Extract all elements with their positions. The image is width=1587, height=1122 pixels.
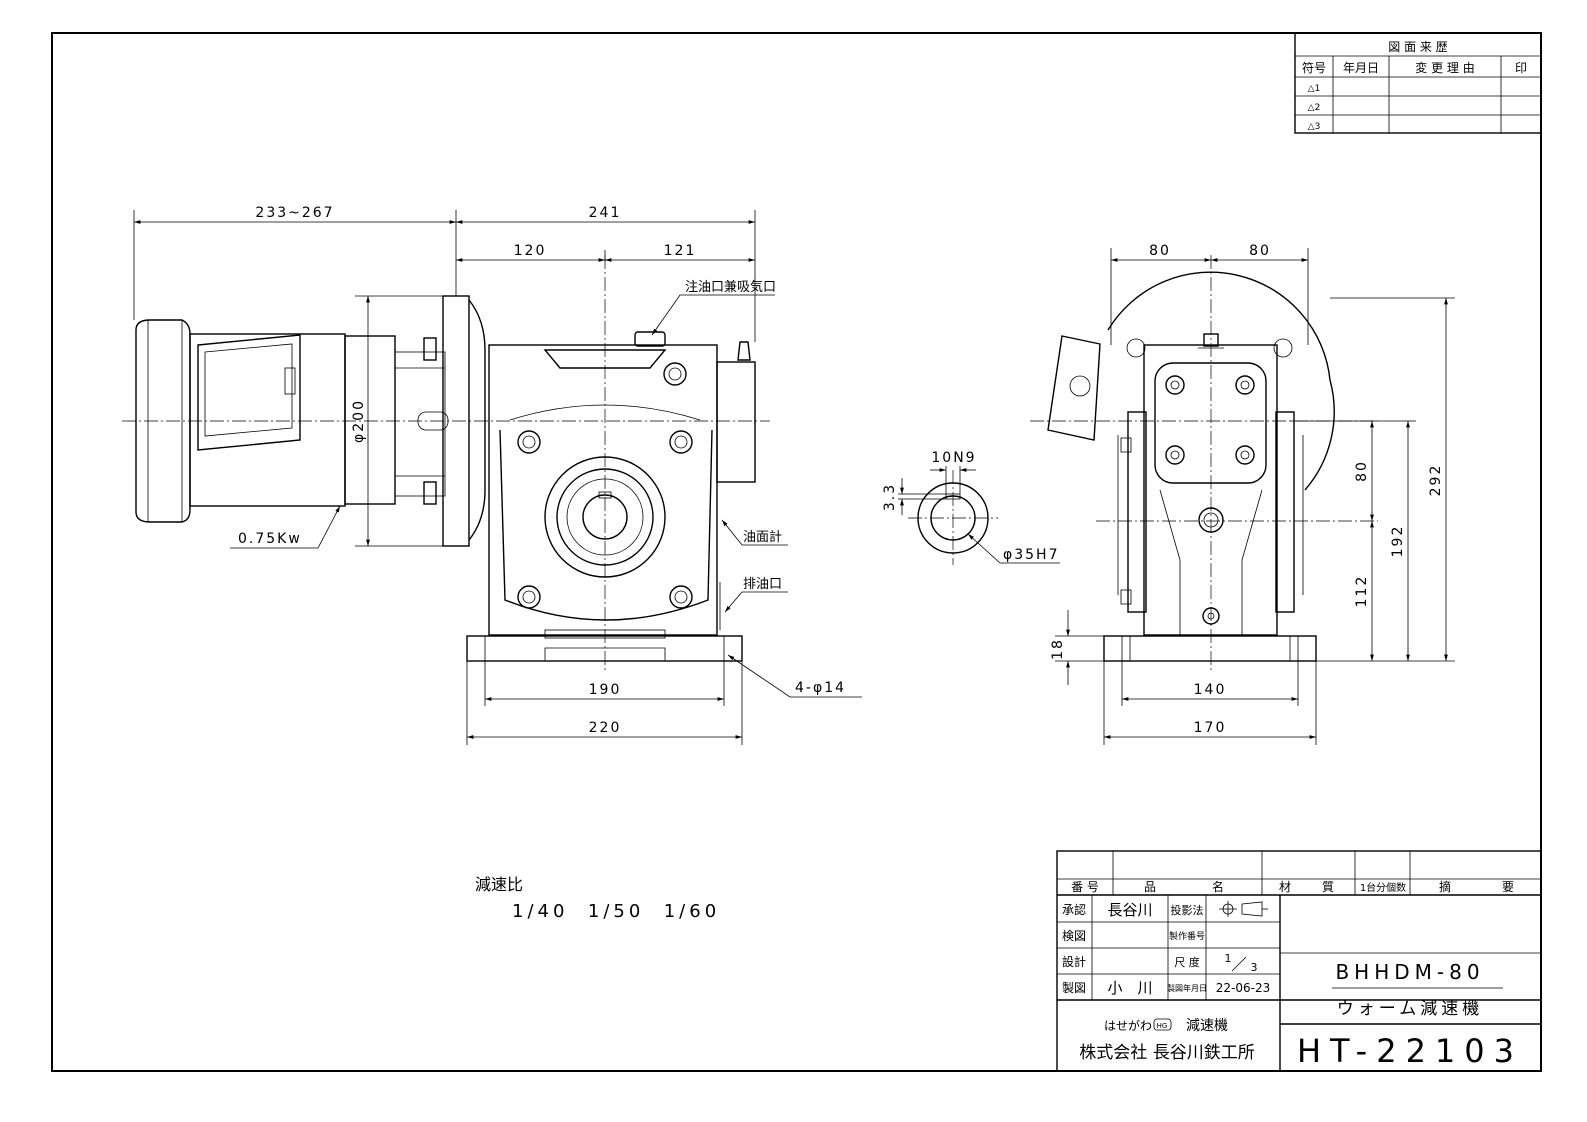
tb-scale-label: 尺 度: [1174, 955, 1200, 969]
side-view: 233~267 241 120 121 φ200 190 220 注油口兼吸気口: [122, 205, 862, 745]
dim-front-half-left: 80: [1149, 243, 1171, 259]
motor-circle: [1047, 271, 1335, 491]
revision-symbol-1: △1: [1308, 84, 1321, 94]
revision-header-symbol: 符号: [1302, 60, 1326, 75]
revision-header-reason: 変 更 理 由: [1415, 60, 1474, 75]
ratio-title: 減速比: [475, 875, 523, 894]
tb-projection-label: 投影法: [1171, 903, 1204, 917]
dim-half-right: 121: [664, 243, 697, 259]
dim-total-height: 292: [1428, 464, 1444, 497]
dim-front-half-right: 80: [1249, 243, 1271, 259]
tb-company-line1: はせがわ: [1104, 1018, 1152, 1033]
dim-center-height: 192: [1390, 525, 1406, 558]
revision-table-title: 図 面 来 歴: [1388, 40, 1447, 54]
dim-motor-diameter: φ200: [351, 399, 367, 443]
tb-header-quality: 質: [1322, 879, 1334, 894]
tb-role-approve: 承認: [1062, 902, 1086, 917]
revision-header-date: 年月日: [1343, 61, 1379, 75]
tb-company-line2: 株式会社 長谷川鉄工所: [1079, 1043, 1254, 1063]
label-oil-drain: 排油口: [743, 577, 782, 592]
tb-role-design: 設計: [1062, 954, 1086, 969]
title-block: 番 号 品 名 材 質 1台分個数 摘 要 承認 検図 設計 製図 長谷川 小 …: [1056, 850, 1542, 1072]
gearbox-front: [1103, 333, 1317, 662]
tb-name-draft: 小 川: [1107, 979, 1152, 997]
revision-symbol-3: △3: [1308, 122, 1321, 132]
revision-table: 図 面 来 歴 符号 年月日 変 更 理 由 印 △1 △2 △3: [1294, 32, 1542, 134]
tb-header-item: 品: [1144, 880, 1156, 894]
label-oil-gauge: 油面計: [743, 529, 782, 545]
tb-role-draft: 製図: [1062, 981, 1086, 995]
tb-header-name: 名: [1212, 879, 1224, 894]
tb-date: 22-06-23: [1216, 981, 1270, 995]
tb-header-note: 摘: [1439, 879, 1451, 894]
tb-header-note2: 要: [1502, 880, 1514, 894]
dim-lower-height: 112: [1354, 575, 1370, 608]
label-mounting-holes: 4-φ14: [795, 680, 846, 696]
tb-company-logo: HG: [1157, 1022, 1168, 1030]
tb-company-line1b: 減速機: [1186, 1017, 1228, 1034]
tb-name-approve: 長谷川: [1107, 901, 1152, 919]
sheet-border: [51, 32, 1542, 1072]
tb-drawing-number: HT-22103: [1297, 1032, 1523, 1070]
dim-base-height: 18: [1050, 638, 1066, 660]
front-view-dimensions: 80 80 18 80 112 192 292 140: [1050, 243, 1455, 745]
dim-front-foot-inner: 140: [1194, 682, 1227, 698]
ratio-values: 1/40 1/50 1/60: [512, 901, 720, 922]
tb-header-number: 番 号: [1071, 880, 1099, 894]
dim-key-depth: 3.3: [882, 483, 898, 511]
projection-symbol-icon: [1219, 901, 1268, 917]
dim-front-foot-outer: 170: [1194, 720, 1227, 736]
shaft-section: 10N9 3.3 φ35H7: [882, 450, 1060, 565]
motor-body: [135, 295, 486, 547]
tb-model: BHHDM-80: [1335, 960, 1484, 984]
revision-header-stamp: 印: [1515, 61, 1527, 75]
dim-bore: φ35H7: [1003, 547, 1059, 563]
reduction-ratio-note: 減速比 1/40 1/50 1/60: [475, 875, 720, 922]
label-oil-fill: 注油口兼吸気口: [685, 279, 776, 295]
company-logo-icon: [1153, 1018, 1172, 1031]
gearbox-housing: [466, 331, 756, 662]
tb-product-name: ウォーム減速機: [1337, 999, 1484, 1019]
dim-key-width: 10N9: [931, 450, 976, 466]
label-motor-power: 0.75Kw: [238, 531, 302, 547]
dim-overall-top: 241: [589, 205, 622, 221]
dim-foot-outer: 220: [589, 720, 622, 736]
dim-upper-height: 80: [1354, 460, 1370, 482]
tb-scale-denominator: 3: [1251, 961, 1258, 974]
dim-overall-left: 233~267: [255, 205, 334, 221]
tb-date-label: 製図年月日: [1167, 983, 1207, 993]
tb-header-qty: 1台分個数: [1360, 881, 1406, 894]
tb-header-material: 材: [1279, 880, 1291, 894]
tb-role-check: 検図: [1062, 929, 1086, 943]
revision-symbol-2: △2: [1308, 103, 1321, 113]
tb-scale-numerator: 1: [1225, 952, 1232, 965]
front-view: 80 80 18 80 112 192 292 140: [1030, 243, 1455, 745]
side-view-dimensions: 233~267 241 120 121 φ200 190 220: [133, 205, 756, 745]
dim-half-left: 120: [514, 243, 547, 259]
tb-part-no-label: 製作番号: [1169, 930, 1205, 942]
dim-foot-inner: 190: [589, 682, 622, 698]
side-view-callouts: 注油口兼吸気口 0.75Kw 油面計 排油口 4-φ14: [230, 279, 862, 698]
